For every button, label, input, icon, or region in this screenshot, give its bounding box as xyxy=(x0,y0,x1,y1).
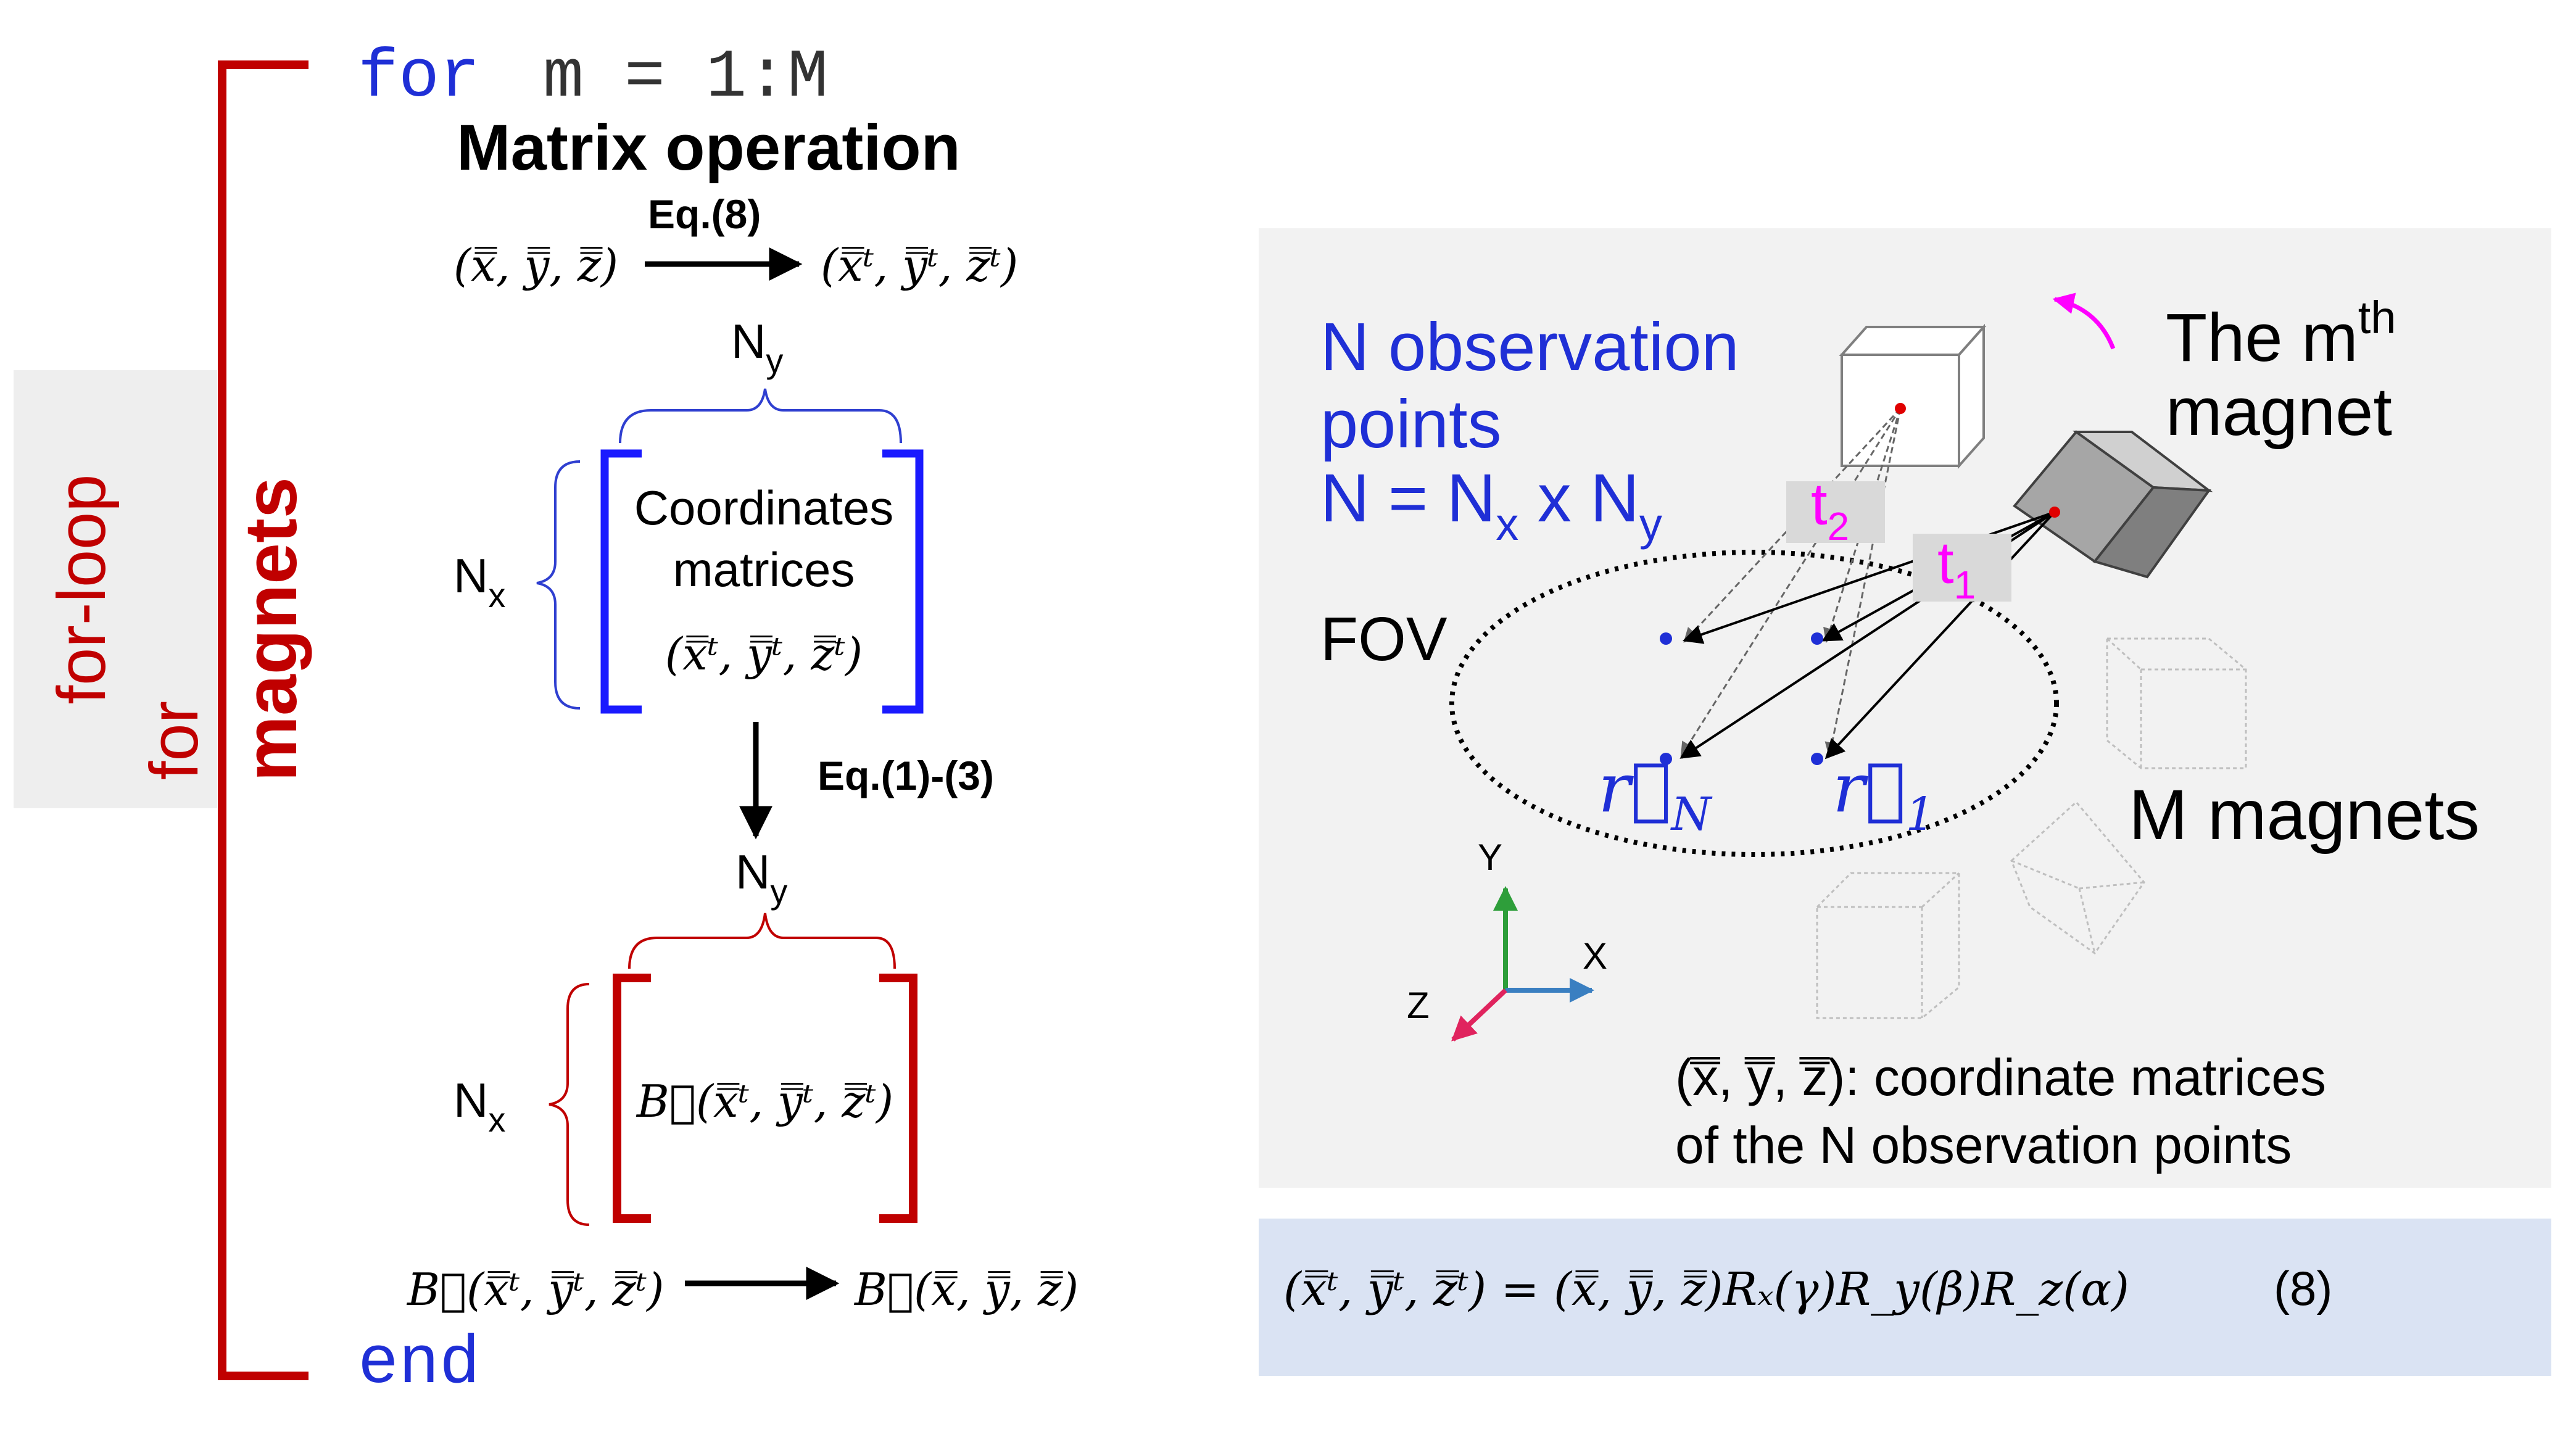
obs-line3: N = Nx x Ny xyxy=(1320,460,1662,550)
red-matrix-left-bracket xyxy=(613,974,651,1223)
nx-brace-blue xyxy=(536,460,581,710)
obs-point xyxy=(1811,753,1823,765)
unrotated-magnet-center xyxy=(1895,403,1906,414)
note-line1: (x̿, y̿, z̿): coordinate matrices xyxy=(1675,1048,2326,1106)
magnet-title-line2: magnet xyxy=(2166,374,2392,450)
axis-z-label: Z xyxy=(1407,985,1430,1026)
side-label-for: for xyxy=(136,701,212,780)
ghost-cube-1 xyxy=(2106,637,2247,769)
side-label-loop: for-loop xyxy=(44,474,120,705)
matrix-operation-title: Matrix operation xyxy=(457,112,961,184)
blue-matrix-right-bracket xyxy=(882,449,924,714)
blue-matrix-left-bracket xyxy=(600,449,642,714)
coord-in: (x̿, y̿, z̿) xyxy=(453,239,618,291)
note-line2: of the N observation points xyxy=(1675,1116,2292,1174)
red-matrix-right-bracket xyxy=(879,974,917,1223)
obs-point xyxy=(1660,753,1672,765)
end-keyword: end xyxy=(358,1326,480,1403)
side-label-magnets: magnets xyxy=(230,477,312,781)
nx-brace-red xyxy=(549,983,590,1226)
b-to: B⃗(x̿, y̿, z̿) xyxy=(853,1264,1079,1315)
axis-x-label: X xyxy=(1583,935,1607,977)
rotated-magnet-center xyxy=(2049,507,2060,518)
rN-label: r⃗N xyxy=(1598,748,1713,841)
ghost-cube-2 xyxy=(2010,800,2145,955)
equation-8: (x̿ᵗ, y̿ᵗ, z̿ᵗ) = (x̿, y̿, z̿)Rₓ(γ)R_y(β… xyxy=(1283,1263,2129,1316)
side-label-box xyxy=(14,370,217,808)
ny-label-bottom: Ny xyxy=(735,845,787,911)
note-box xyxy=(1641,1043,2443,1185)
ny-brace-red xyxy=(628,913,896,969)
t2-label: t2 xyxy=(1811,471,1849,549)
loop-bracket xyxy=(218,60,309,1380)
obs-point xyxy=(1660,632,1672,645)
magnet-title-line1: The mth xyxy=(2166,292,2396,376)
rotation-arrow-icon xyxy=(2052,292,2116,350)
r1-label: r⃗1 xyxy=(1833,748,1935,841)
obs-point xyxy=(1811,632,1823,645)
m-magnets-label: M magnets xyxy=(2129,776,2480,855)
obs-line2: points xyxy=(1320,386,1502,462)
left-panel: for-loop for magnets for m = 1:M Matrix … xyxy=(14,39,1079,1403)
fov-ellipse xyxy=(1449,550,2059,857)
for-keyword: for xyxy=(358,39,480,117)
t1-box xyxy=(1913,534,2011,602)
t2-box xyxy=(1786,481,1885,543)
equation-background xyxy=(1259,1219,2551,1376)
right-panel: N observation points N = Nx x Ny FOV The… xyxy=(1259,228,2551,1188)
unrotated-cube-icon xyxy=(1839,323,1987,470)
nx-label-bottom: Nx xyxy=(453,1073,505,1139)
equation-number: (8) xyxy=(2274,1261,2332,1315)
axis-y-label: Y xyxy=(1478,837,1502,878)
loop-range: m = 1:M xyxy=(543,39,828,117)
b-from: B⃗(x̿ᵗ, y̿ᵗ, z̿ᵗ) xyxy=(406,1264,664,1315)
observation-points xyxy=(1660,632,1823,765)
obs-line1: N observation xyxy=(1320,309,1739,385)
fov-label: FOV xyxy=(1320,605,1447,674)
z-axis xyxy=(1451,988,1507,1041)
coord-matrix-line2: matrices xyxy=(673,542,855,597)
eq8-label: Eq.(8) xyxy=(648,191,761,237)
coord-matrix-line1: Coordinates xyxy=(634,481,894,535)
eq13-label: Eq.(1)-(3) xyxy=(818,753,994,798)
coord-matrix-line3: (x̿ᵗ, y̿ᵗ, z̿ᵗ) xyxy=(665,628,863,680)
ny-brace-blue xyxy=(619,388,902,444)
ny-label-top: Ny xyxy=(731,314,783,380)
t1-label: t1 xyxy=(1937,530,1976,607)
axes-icon xyxy=(1451,886,1594,1041)
rotated-magnet-cube-icon xyxy=(2013,430,2213,579)
coord-out: (x̿ᵗ, y̿ᵗ, z̿ᵗ) xyxy=(821,239,1018,291)
ghost-cube-3 xyxy=(1816,872,1960,1019)
nx-label-top: Nx xyxy=(453,549,505,615)
b-matrix: B⃗(x̿ᵗ, y̿ᵗ, z̿ᵗ) xyxy=(636,1075,893,1127)
ghost-magnet-cubes xyxy=(1816,637,2247,1019)
equation-bar: (x̿ᵗ, y̿ᵗ, z̿ᵗ) = (x̿, y̿, z̿)Rₓ(γ)R_y(β… xyxy=(1259,1219,2551,1376)
